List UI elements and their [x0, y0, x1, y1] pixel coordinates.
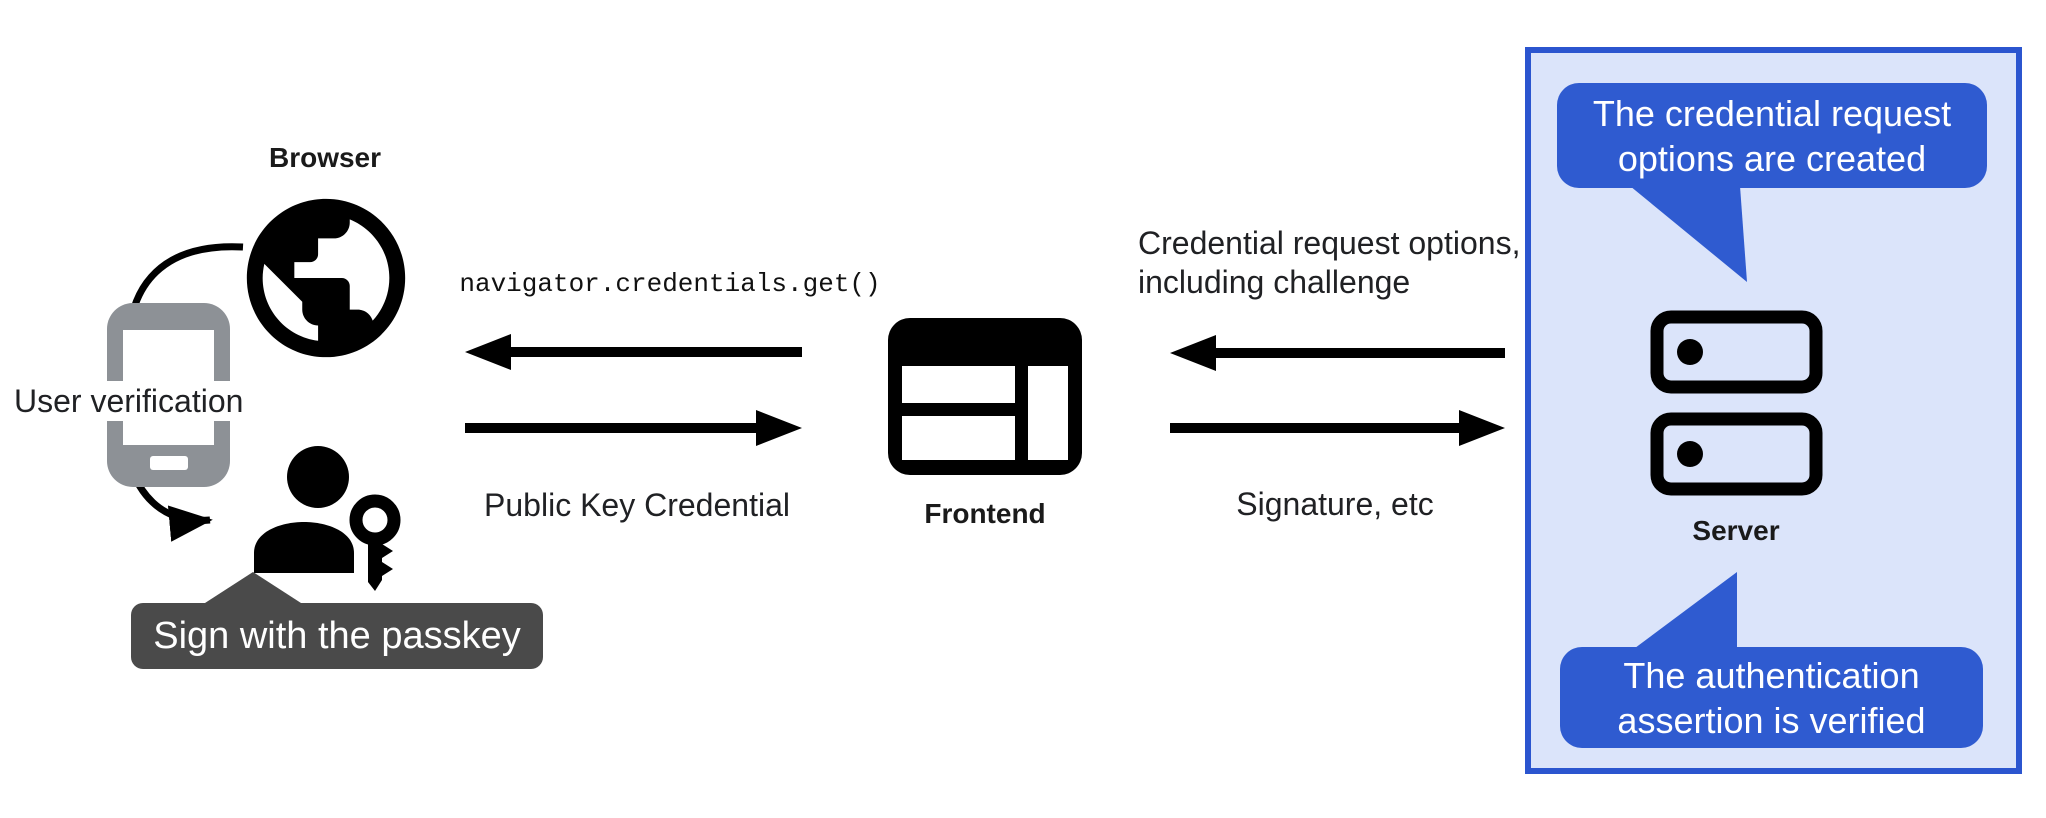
arrow-browser-to-frontend — [465, 410, 802, 446]
public-key-credential-label: Public Key Credential — [484, 487, 790, 523]
arrow-server-to-frontend — [1170, 335, 1505, 371]
dns-server-icon — [1650, 310, 1823, 496]
person-icon — [254, 446, 354, 573]
server-node-label: Server — [1692, 515, 1780, 546]
creation-note-line2: options are created — [1617, 137, 1927, 179]
navigator-credentials-get-label: navigator.credentials.get() — [459, 269, 881, 299]
verification-note-bubble: The authentication assertion is verified — [1560, 647, 1983, 748]
browser-node-label: Browser — [268, 142, 382, 173]
verification-note-line2: assertion is verified — [1617, 699, 1926, 741]
arrow-frontend-to-browser — [465, 334, 802, 370]
globe-icon — [246, 198, 406, 358]
tooltip-pointer — [205, 572, 301, 603]
web-layout-icon — [888, 318, 1082, 475]
credential-request-options-line1: Credential request options, — [1138, 225, 1521, 261]
verification-note-line1: The authentication — [1623, 654, 1920, 696]
credential-request-options-line2: including challenge — [1138, 264, 1411, 300]
passkey-tooltip: Sign with the passkey — [131, 603, 543, 669]
creation-note-bubble: The credential request options are creat… — [1557, 83, 1987, 188]
verification-bubble-tail — [1635, 572, 1737, 648]
credential-request-options-label: Credential request options, including ch… — [1138, 224, 1558, 302]
signature-label: Signature, etc — [1236, 486, 1434, 522]
creation-note-line1: The credential request — [1592, 92, 1952, 134]
user-verification-label: User verification — [10, 381, 248, 421]
key-icon — [349, 494, 401, 591]
frontend-node-label: Frontend — [924, 498, 1046, 529]
creation-bubble-tail — [1630, 186, 1747, 282]
arrow-frontend-to-server — [1170, 410, 1505, 446]
